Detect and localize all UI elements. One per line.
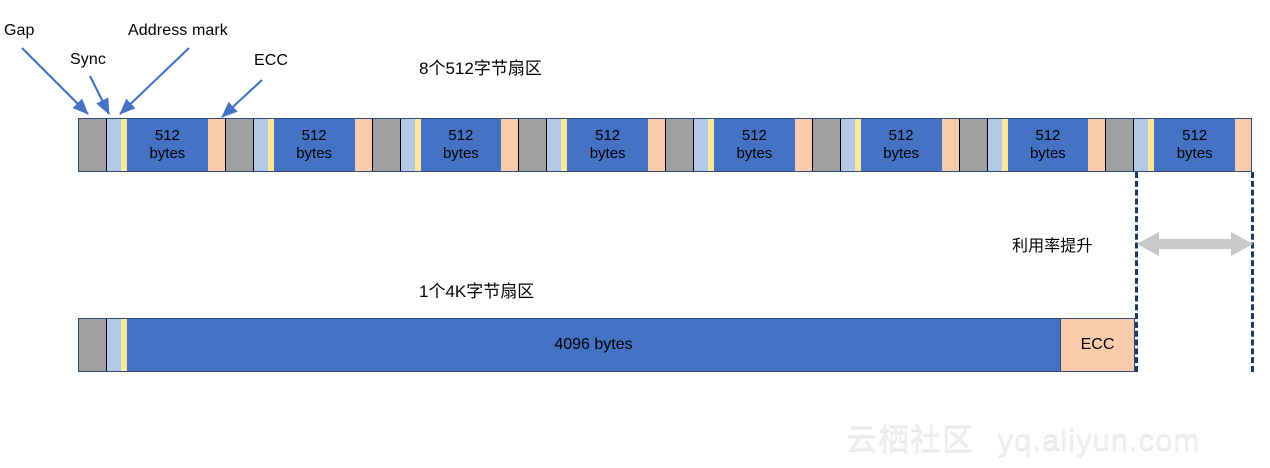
segment-ecc <box>1088 118 1106 172</box>
segment-sync <box>547 118 562 172</box>
segment-ecc <box>648 118 665 172</box>
segment-address-mark <box>1148 118 1155 172</box>
dashed-guide-left <box>1135 172 1138 372</box>
segment-sync <box>400 118 415 172</box>
segment-data-label-line1: 512 <box>1035 127 1061 145</box>
watermark-url: yq.aliyun.com <box>997 422 1201 457</box>
segment-data-label-line2: bytes <box>883 145 920 162</box>
segment-sync <box>107 118 121 172</box>
arrow-ecc <box>221 79 263 118</box>
segment-sync <box>987 118 1002 172</box>
segment-address-mark <box>121 118 127 172</box>
callout-label-ecc: ECC <box>254 52 289 69</box>
callout-label-sync: Sync <box>70 51 106 68</box>
segment-data: 4096 bytes <box>127 318 1060 372</box>
segment-gap <box>78 318 107 372</box>
segment-data-label-line1: 512 <box>301 127 327 145</box>
segment-ecc-label: ECC <box>1080 336 1115 353</box>
segment-address-mark <box>708 118 714 172</box>
segment-data-label-line1: 512 <box>448 127 474 145</box>
measure-double-arrow <box>1137 232 1253 256</box>
arrow-address-mark <box>119 47 190 115</box>
segment-sync <box>107 318 121 372</box>
segment-data-label-line1: 512 <box>154 127 180 145</box>
segment-gap <box>958 118 988 172</box>
segment-data-label-line1: 512 <box>741 127 767 145</box>
segment-sync <box>840 118 855 172</box>
segment-gap <box>665 118 694 172</box>
segment-ecc <box>207 118 225 172</box>
watermark-cn: 云栖社区 <box>846 422 974 457</box>
segment-gap <box>224 118 254 172</box>
utilization-gain-label: 利用率提升 <box>1012 238 1093 255</box>
segment-data-label-line2: bytes <box>296 145 333 162</box>
segment-gap <box>371 118 401 172</box>
segment-ecc: ECC <box>1060 318 1135 372</box>
segment-data-label-line2: bytes <box>1029 145 1066 162</box>
callout-label-gap: Gap <box>4 22 35 39</box>
segment-address-mark <box>561 118 568 172</box>
segment-data-label-line2: bytes <box>736 145 773 162</box>
segment-sync <box>253 118 268 172</box>
segment-data-label-line2: bytes <box>149 145 186 162</box>
segment-address-mark <box>121 318 127 372</box>
segment-gap <box>518 118 548 172</box>
callout-label-address-mark: Address mark <box>128 22 228 39</box>
arrow-sync <box>89 75 110 115</box>
segment-ecc <box>941 118 959 172</box>
segment-address-mark <box>1001 118 1008 172</box>
segment-data-label-line2: bytes <box>442 145 479 162</box>
segment-gap <box>811 118 841 172</box>
segment-data-label-line1: 512 <box>888 127 914 145</box>
dashed-guide-right <box>1251 172 1254 372</box>
segment-gap <box>78 118 107 172</box>
segment-data-label-line1: 512 <box>595 127 621 145</box>
segment-address-mark <box>267 118 274 172</box>
segment-ecc <box>1235 118 1252 172</box>
watermark: 云栖社区 yq.aliyun.com <box>846 414 1200 459</box>
segment-data-label-line2: bytes <box>1176 145 1213 162</box>
segment-data-label-line2: bytes <box>589 145 626 162</box>
bottom-section-title: 1个4K字节扇区 <box>419 282 535 301</box>
segment-gap <box>1105 118 1135 172</box>
segment-data-label: 4096 bytes <box>554 335 633 353</box>
segment-sync <box>1134 118 1149 172</box>
segment-address-mark <box>854 118 861 172</box>
segment-sync <box>694 118 708 172</box>
sector-bar-4k: 4096 bytes ECC <box>78 318 1135 372</box>
segment-ecc <box>794 118 812 172</box>
segment-address-mark <box>414 118 421 172</box>
segment-ecc <box>501 118 519 172</box>
top-section-title: 8个512字节扇区 <box>419 59 542 78</box>
segment-data-label-line1: 512 <box>1182 127 1208 145</box>
segment-ecc <box>354 118 372 172</box>
arrow-gap <box>21 47 89 115</box>
